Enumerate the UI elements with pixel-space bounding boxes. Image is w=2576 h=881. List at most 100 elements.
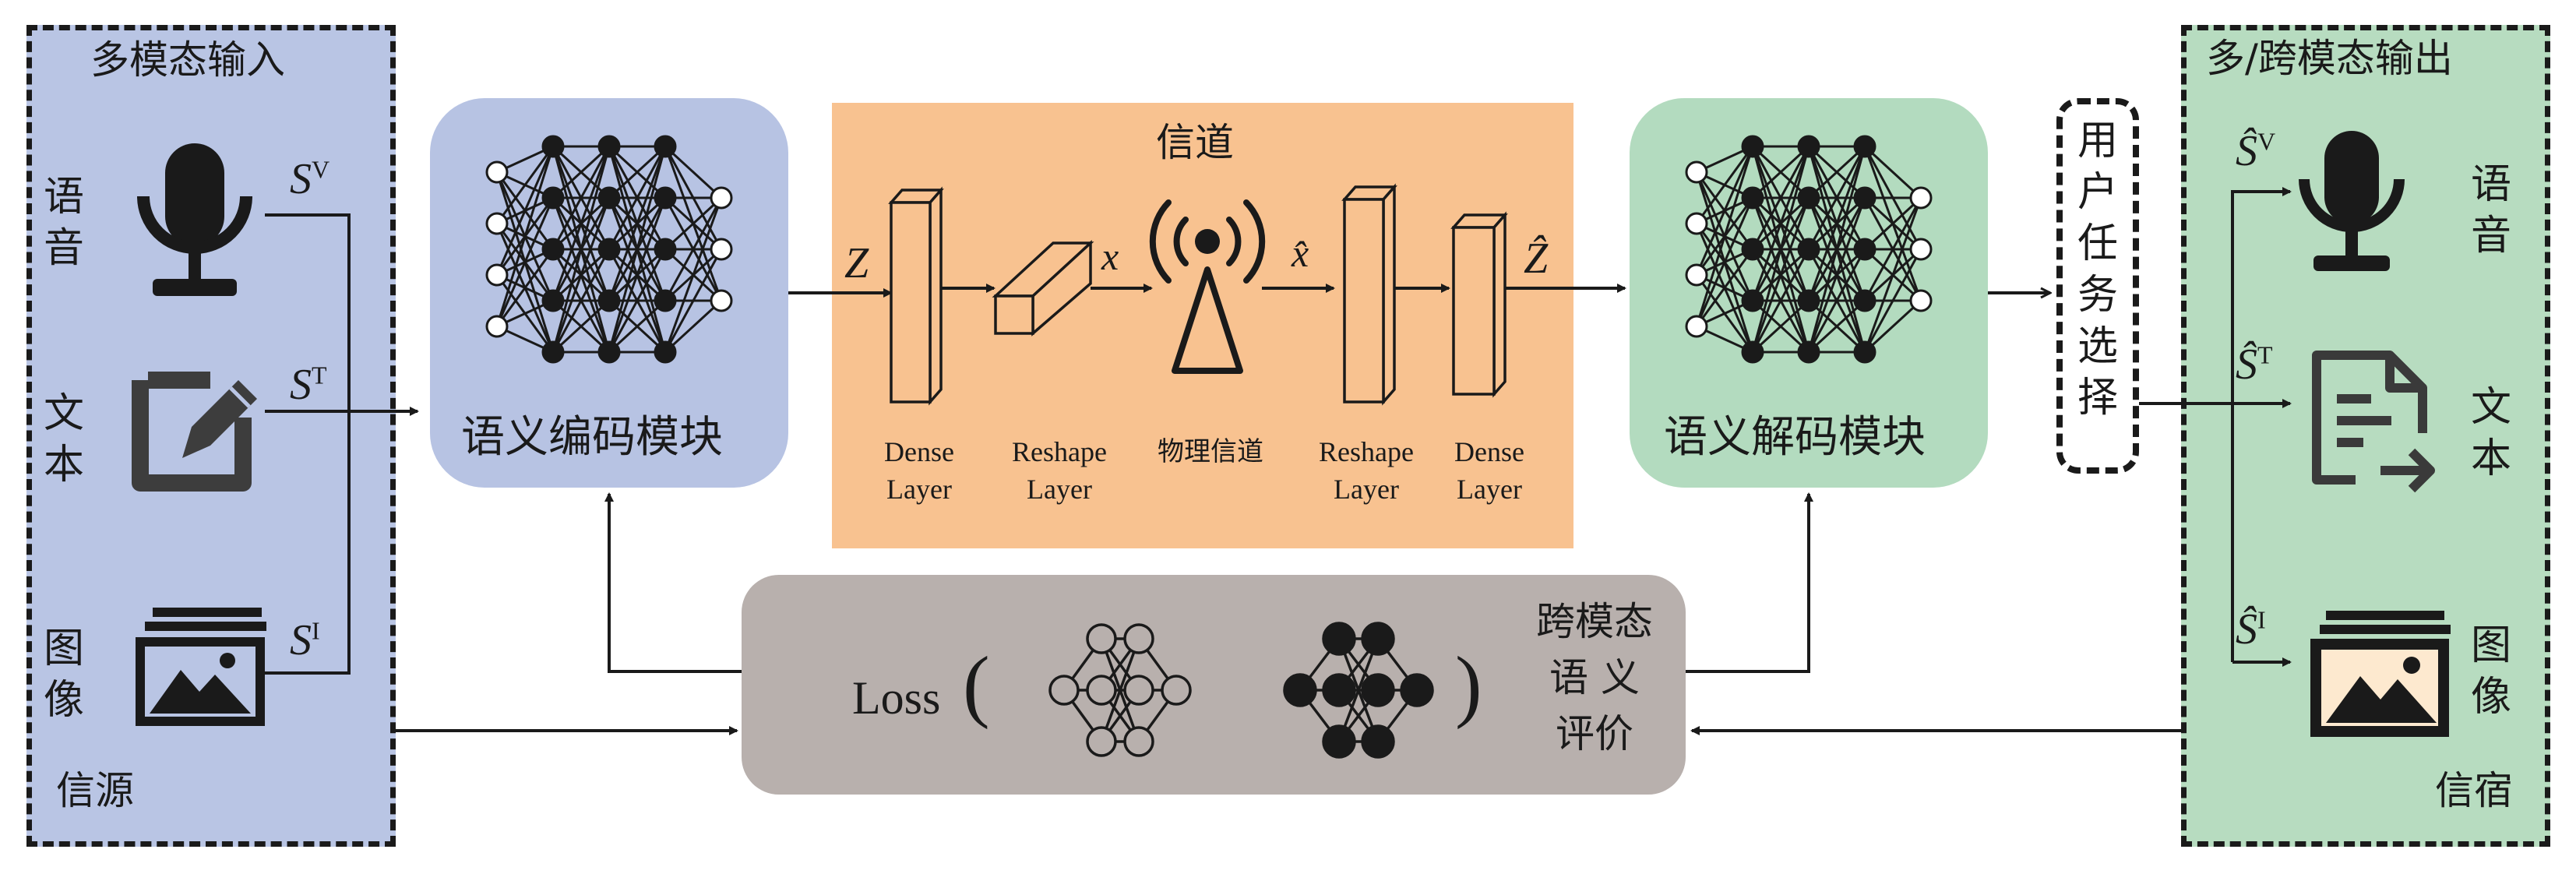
network-node <box>597 289 621 312</box>
eval-to-encoder-arrow <box>604 492 742 673</box>
network-edge <box>551 146 611 301</box>
symbol-s-t: ST <box>290 361 327 409</box>
network-node <box>541 238 565 261</box>
network-edge <box>1695 248 1754 327</box>
network-node <box>485 212 509 235</box>
network-edge <box>1695 197 1754 327</box>
document-export-icon <box>2312 351 2435 493</box>
network-edge <box>608 146 667 353</box>
network-node <box>1797 135 1820 158</box>
network-edge <box>1695 146 1754 276</box>
symbol-z: Z <box>844 239 869 287</box>
network-node <box>710 186 733 210</box>
network-node <box>1086 675 1117 706</box>
network-node <box>1797 289 1820 312</box>
network-node <box>654 289 677 312</box>
encoder-label: 语义编码模块 <box>461 412 723 463</box>
network-edge <box>1863 145 1922 199</box>
network-node <box>654 238 677 261</box>
network-node <box>1797 186 1820 210</box>
network-node <box>1741 238 1764 261</box>
physical-channel-label: 物理信道 <box>1158 436 1263 467</box>
network-node <box>1741 186 1764 210</box>
network-edge <box>1863 299 1922 354</box>
network-edge <box>1807 146 1866 353</box>
network-edge <box>1100 638 1140 742</box>
reshape-layer-2-block <box>1341 183 1397 406</box>
network-edge <box>1751 146 1810 301</box>
network-node <box>1853 289 1876 312</box>
symbol-s-v: SV <box>290 155 330 203</box>
network-node <box>1361 622 1395 656</box>
channel-title: 信道 <box>1156 120 1234 165</box>
source-panel-title: 多模态输入 <box>90 37 285 83</box>
network-node <box>1161 675 1192 706</box>
symbol-x-hat: x̂ <box>1292 231 1309 275</box>
network-edge <box>495 146 555 327</box>
network-node <box>1853 238 1876 261</box>
network-edge <box>608 299 667 354</box>
network-edge <box>664 196 723 251</box>
input-label-image: 图像 <box>43 626 84 724</box>
network-edge <box>551 146 611 353</box>
network-node <box>654 340 677 364</box>
sink-panel-title: 多/跨模态输出 <box>2206 36 2453 81</box>
loss-network-outline-icon <box>1048 623 1192 757</box>
network-edge <box>1751 197 1810 353</box>
network-node <box>1048 675 1080 706</box>
network-edge <box>1807 146 1866 301</box>
network-node <box>1400 673 1434 707</box>
input-label-text: 文本 <box>43 390 84 488</box>
output-label-image: 图像 <box>2470 622 2511 721</box>
network-edge <box>1695 146 1754 224</box>
network-node <box>541 289 565 312</box>
network-edge <box>1807 299 1866 354</box>
network-node <box>485 263 509 287</box>
network-edge <box>664 197 723 301</box>
network-edge <box>1751 248 1810 353</box>
network-edge <box>664 248 723 353</box>
network-node <box>1322 622 1356 656</box>
symbol-s-i: SI <box>290 616 320 664</box>
symbol-s-hat-v: ŜV <box>2236 127 2276 175</box>
encoder-neural-network-icon <box>485 135 733 364</box>
antenna-icon <box>1149 199 1266 374</box>
network-edge <box>1807 145 1866 199</box>
network-node <box>654 135 677 158</box>
loss-close-paren: ) <box>1455 640 1482 730</box>
input-label-speech: 语音 <box>43 174 84 272</box>
output-label-speech: 语音 <box>2470 161 2511 259</box>
network-edge <box>551 248 611 353</box>
network-node <box>1909 289 1933 312</box>
sink-footer: 信宿 <box>2435 768 2513 813</box>
network-node <box>1909 186 1933 210</box>
network-edge <box>551 197 611 353</box>
microphone-output-icon <box>2299 131 2405 271</box>
network-node <box>1361 673 1395 707</box>
network-node <box>597 238 621 261</box>
network-edge <box>664 197 723 353</box>
network-node <box>1361 724 1395 759</box>
network-edge <box>1863 197 1922 353</box>
network-edge <box>1751 145 1810 199</box>
network-node <box>1741 135 1764 158</box>
output-connectors <box>2139 187 2292 667</box>
network-edge <box>608 248 667 353</box>
network-node <box>1086 726 1117 757</box>
cross-modal-evaluation-label: 跨模态 语 义 评价 <box>1536 599 1653 756</box>
network-node <box>597 186 621 210</box>
network-node <box>541 340 565 364</box>
loss-network-filled-icon <box>1283 622 1434 759</box>
network-node <box>541 135 565 158</box>
network-edge <box>551 299 611 354</box>
network-edge <box>608 146 667 250</box>
user-task-selection-label: 用 户 任 务 选 择 <box>2077 118 2118 421</box>
network-node <box>654 186 677 210</box>
symbol-s-hat-t: ŜT <box>2236 340 2273 389</box>
symbol-s-hat-i: ŜI <box>2236 605 2266 654</box>
network-edge <box>551 146 611 250</box>
